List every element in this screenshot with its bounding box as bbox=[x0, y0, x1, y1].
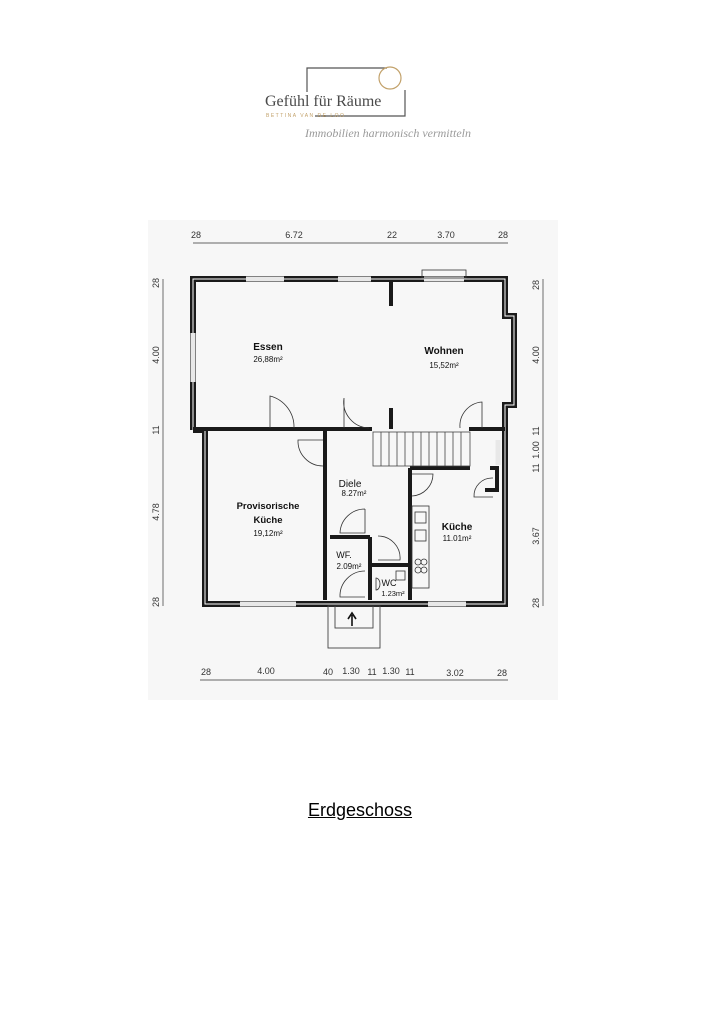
room-name: Essen bbox=[253, 342, 282, 353]
dim-right: 11 bbox=[531, 426, 541, 435]
dim-bottom: 11 bbox=[405, 667, 414, 677]
dim-bottom: 1.30 bbox=[342, 666, 360, 676]
room-name: Küche bbox=[253, 515, 282, 526]
room-name: WC bbox=[382, 578, 397, 588]
brand-owner: BETTINA VAN DE LOO bbox=[266, 113, 346, 119]
dim-right: 3.67 bbox=[531, 527, 541, 545]
windows bbox=[190, 276, 501, 607]
brand-tagline: Immobilien harmonisch vermitteln bbox=[305, 126, 471, 140]
floor-caption: Erdgeschoss bbox=[307, 800, 413, 820]
dimension-lines bbox=[162, 242, 544, 681]
room-area: 26,88m² bbox=[253, 355, 283, 364]
dim-right: 28 bbox=[531, 598, 541, 608]
dim-right: 11 bbox=[531, 463, 541, 472]
kitchen-fixtures bbox=[375, 505, 430, 591]
logo-frame bbox=[306, 66, 406, 117]
inner-walls bbox=[193, 282, 505, 600]
dim-left: 4.00 bbox=[151, 346, 161, 364]
dim-bottom: 3.02 bbox=[446, 668, 464, 678]
dim-bottom: 4.00 bbox=[257, 666, 275, 676]
dim-bottom: 1.30 bbox=[382, 666, 400, 676]
entrance-arrow-icon bbox=[347, 611, 357, 626]
dim-left: 11 bbox=[151, 425, 161, 434]
dim-left: 4.78 bbox=[151, 503, 161, 521]
room-name: Provisorische bbox=[237, 501, 300, 512]
outer-walls bbox=[190, 276, 517, 607]
dim-top: 3.70 bbox=[437, 230, 455, 240]
room-name: Küche bbox=[442, 522, 473, 533]
room-name: Wohnen bbox=[424, 346, 463, 357]
room-area: 1.23m² bbox=[381, 589, 405, 598]
dim-bottom: 11 bbox=[367, 667, 376, 677]
dim-left: 28 bbox=[151, 278, 161, 288]
dim-right: 4.00 bbox=[531, 346, 541, 364]
dim-top: 22 bbox=[387, 230, 397, 240]
dim-bottom: 40 bbox=[323, 667, 333, 677]
room-area: 19,12m² bbox=[253, 529, 283, 538]
stairs bbox=[372, 431, 471, 467]
room-name: Diele bbox=[339, 479, 362, 490]
dim-top: 28 bbox=[191, 230, 201, 240]
dim-bottom: 28 bbox=[201, 667, 211, 677]
dim-bottom: 28 bbox=[497, 668, 507, 678]
entrance-steps bbox=[327, 605, 381, 649]
dim-top: 6.72 bbox=[285, 230, 303, 240]
room-area: 11.01m² bbox=[443, 534, 472, 543]
dim-left: 28 bbox=[151, 597, 161, 607]
floor-plan-scan bbox=[148, 220, 558, 700]
doors bbox=[269, 395, 494, 598]
room-area: 15,52m² bbox=[429, 361, 459, 370]
dim-right: 1.00 bbox=[531, 441, 541, 459]
room-area: 8.27m² bbox=[342, 489, 367, 498]
brand-name: Gefühl für Räume bbox=[265, 93, 382, 110]
dim-right: 28 bbox=[531, 280, 541, 290]
room-area: 2.09m² bbox=[337, 562, 362, 571]
room-name: WF. bbox=[336, 550, 352, 560]
dim-top: 28 bbox=[498, 230, 508, 240]
